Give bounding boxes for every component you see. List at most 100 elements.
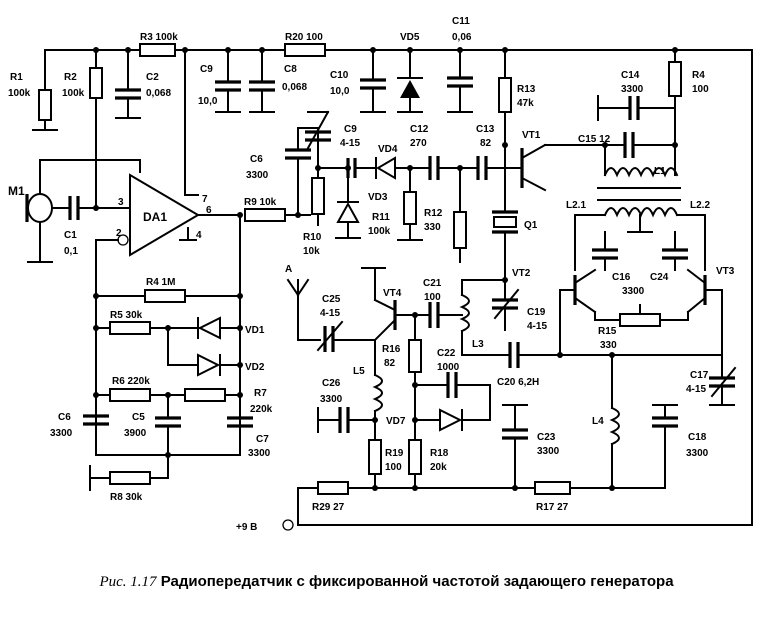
caption-text: Радиопередатчик с фиксированной частотой… [160, 573, 674, 590]
label-c12: C12 [410, 124, 429, 135]
capacitor-c8 [249, 49, 275, 113]
capacitor-c16 [592, 231, 618, 271]
label-r11-value: 100k [368, 226, 391, 237]
label-r4-value: 100 [692, 84, 709, 95]
label-supply: +9 B [236, 522, 257, 533]
label-r8: R8 30k [110, 492, 143, 503]
antenna [286, 278, 321, 341]
capacitor-c2 [115, 49, 141, 119]
label-c18: C18 [688, 432, 707, 443]
label-c6-value: 3300 [50, 428, 73, 439]
circuit-schematic: R3 100k R20 100 VD5 C11 0,06 R1 100k R2 … [8, 16, 753, 533]
label-c21-value: 100 [424, 292, 441, 303]
label-vt1: VT1 [522, 130, 541, 141]
capacitor-c18 [652, 404, 678, 431]
label-r18-value: 20k [430, 462, 447, 473]
label-r2: R2 [64, 72, 77, 83]
label-c9-trim: C9 [344, 124, 357, 135]
label-q1: Q1 [524, 220, 538, 231]
inductor-l1 [597, 167, 681, 189]
label-vd1: VD1 [245, 325, 265, 336]
resistor-r17 [534, 481, 571, 495]
capacitor-c11 [447, 49, 473, 113]
label-c19-value: 4-15 [527, 321, 547, 332]
label-c16: C16 [612, 272, 631, 283]
label-c11: C11 [452, 16, 470, 27]
diode-vd4 [317, 156, 431, 180]
capacitor-c26 [317, 407, 376, 433]
label-vd4: VD4 [378, 144, 398, 155]
zener-diode-vd5 [397, 49, 423, 113]
transistor-vt1 [504, 143, 606, 192]
label-pin6: 6 [206, 205, 212, 216]
label-r29: R29 27 [312, 502, 345, 513]
label-vd7: VD7 [386, 416, 406, 427]
resistor-r5 [95, 321, 191, 335]
label-c2: C2 [146, 72, 159, 83]
label-c2-value: 0,068 [146, 88, 171, 99]
label-r1: R1 [10, 72, 23, 83]
label-vt2: VT2 [512, 268, 531, 279]
resistor-r13 [498, 49, 512, 146]
label-l5: L5 [353, 366, 365, 377]
top-supply-rail [44, 49, 753, 526]
label-r4: R4 [692, 70, 705, 81]
label-antenna: A [285, 264, 292, 275]
crystal-q1 [492, 167, 518, 263]
label-c19: C19 [527, 307, 546, 318]
inductor-l4 [609, 354, 620, 489]
label-c26-value: 3300 [320, 394, 343, 405]
trimmer-capacitor-c9-4-15 [305, 110, 331, 161]
capacitor-c12 [428, 156, 479, 180]
resistor-r29 [317, 481, 349, 495]
trimmer-capacitor-c25 [316, 320, 376, 352]
label-c5: C5 [132, 412, 145, 423]
diode-vd1 [167, 316, 241, 366]
label-r10: R10 [303, 232, 322, 243]
resistor-r6 [95, 388, 186, 402]
resistor-r12 [453, 167, 467, 263]
label-pin7: 7 [202, 194, 208, 205]
label-c13-value: 82 [480, 138, 492, 149]
label-c10-value: 10,0 [330, 86, 350, 97]
label-r3: R3 100k [140, 32, 178, 43]
label-l2-2: L2.2 [690, 200, 710, 211]
label-r15: R15 [598, 326, 617, 337]
label-r20: R20 100 [285, 32, 323, 43]
label-c10: C10 [330, 70, 349, 81]
label-r19-value: 100 [385, 462, 402, 473]
label-l1: L1 [654, 166, 666, 177]
label-c12-value: 270 [410, 138, 427, 149]
label-pin3: 3 [118, 197, 124, 208]
label-r15-value: 330 [600, 340, 617, 351]
trimmer-capacitor-c24 [662, 231, 688, 271]
label-c5-value: 3900 [124, 428, 147, 439]
label-vt3: VT3 [716, 266, 735, 277]
junction-dots [93, 47, 678, 491]
trimmer-capacitor-c17 [709, 354, 737, 406]
label-pin2: 2 [116, 228, 122, 239]
potentiometer-r15 [594, 304, 689, 327]
transistor-vt3 [686, 268, 723, 376]
label-vt4: VT4 [383, 288, 402, 299]
label-c7-value: 3300 [248, 448, 271, 459]
label-r18: R18 [430, 448, 449, 459]
label-c9: C9 [200, 64, 213, 75]
label-r13-value: 47k [517, 98, 534, 109]
label-c6: C6 [58, 412, 71, 423]
label-c25-value: 4-15 [320, 308, 340, 319]
label-c17: C17 [690, 370, 709, 381]
capacitor-c20 [461, 342, 723, 368]
capacitor-c6-top [285, 127, 319, 216]
label-vd3: VD3 [368, 192, 388, 203]
label-c14: C14 [621, 70, 640, 81]
label-da1: DA1 [143, 210, 167, 224]
label-vd5: VD5 [400, 32, 420, 43]
label-c14-value: 3300 [621, 84, 644, 95]
label-r16: R16 [382, 344, 401, 355]
label-r13: R13 [517, 84, 536, 95]
label-r2-value: 100k [62, 88, 85, 99]
label-r16-value: 82 [384, 358, 396, 369]
label-c15: C15 12 [578, 134, 611, 145]
label-r4-1m: R4 1M [146, 277, 175, 288]
